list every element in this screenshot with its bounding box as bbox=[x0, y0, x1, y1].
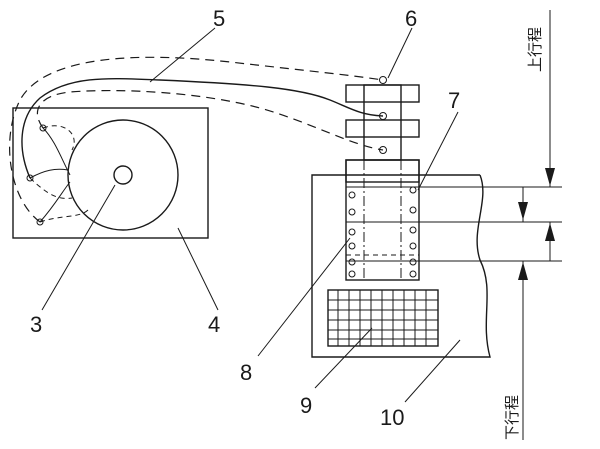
motor-shaft bbox=[113, 165, 133, 185]
label-8: 8 bbox=[240, 360, 252, 385]
motor-terminal-3 bbox=[36, 218, 44, 226]
up-stroke-arrow-top bbox=[545, 168, 555, 186]
cable-dashed-outer bbox=[9, 56, 384, 223]
label-10: 10 bbox=[380, 405, 404, 430]
plunger-outer bbox=[345, 159, 420, 281]
connector-stem bbox=[363, 84, 402, 161]
connector-pin-low bbox=[379, 146, 387, 154]
leader-5 bbox=[149, 27, 216, 83]
connector-top-block bbox=[345, 84, 420, 103]
leader-4 bbox=[177, 227, 219, 311]
cable-dashed-inner bbox=[36, 89, 384, 151]
cable-solid bbox=[21, 77, 384, 179]
label-5: 5 bbox=[213, 6, 225, 31]
leader-7 bbox=[417, 111, 459, 191]
plunger-upper-section bbox=[345, 159, 420, 183]
label-3: 3 bbox=[30, 312, 42, 337]
leader-3 bbox=[41, 184, 116, 311]
up-stroke-arrow-bottom bbox=[545, 223, 555, 241]
tank-body bbox=[311, 174, 491, 358]
spring-right bbox=[409, 186, 417, 278]
label-6: 6 bbox=[405, 6, 417, 31]
up-stroke-label: 上行程 bbox=[526, 27, 544, 72]
down-stroke-arrow-top bbox=[518, 202, 528, 220]
motor-inner-wire-1 bbox=[42, 127, 71, 176]
connector-pin-top bbox=[379, 76, 387, 84]
leader-6 bbox=[387, 27, 413, 79]
motor-terminal-2 bbox=[26, 174, 34, 182]
down-stroke-label: 下行程 bbox=[503, 395, 521, 440]
connector-mid-block bbox=[345, 119, 420, 138]
down-stroke-arrow-bottom bbox=[518, 262, 528, 280]
connector-pin-mid bbox=[379, 112, 387, 120]
motor-housing bbox=[12, 107, 209, 239]
filter-grid-frame bbox=[327, 289, 439, 347]
label-4: 4 bbox=[208, 312, 220, 337]
motor-terminal-1 bbox=[39, 124, 47, 132]
leader-10 bbox=[404, 339, 461, 403]
motor-inner-dash-3 bbox=[39, 209, 89, 223]
motor-inner-dash-2 bbox=[29, 177, 73, 199]
motor-inner-wire-2 bbox=[29, 168, 69, 179]
spring-left bbox=[348, 191, 356, 278]
label-7: 7 bbox=[448, 88, 460, 113]
label-9: 9 bbox=[300, 393, 312, 418]
leader-8 bbox=[257, 237, 351, 357]
motor-disc bbox=[67, 119, 179, 231]
motor-inner-wire-3 bbox=[39, 181, 71, 223]
filter-grid-lines bbox=[328, 290, 438, 346]
leader-9 bbox=[314, 327, 373, 389]
motor-inner-dash-1 bbox=[42, 125, 75, 151]
